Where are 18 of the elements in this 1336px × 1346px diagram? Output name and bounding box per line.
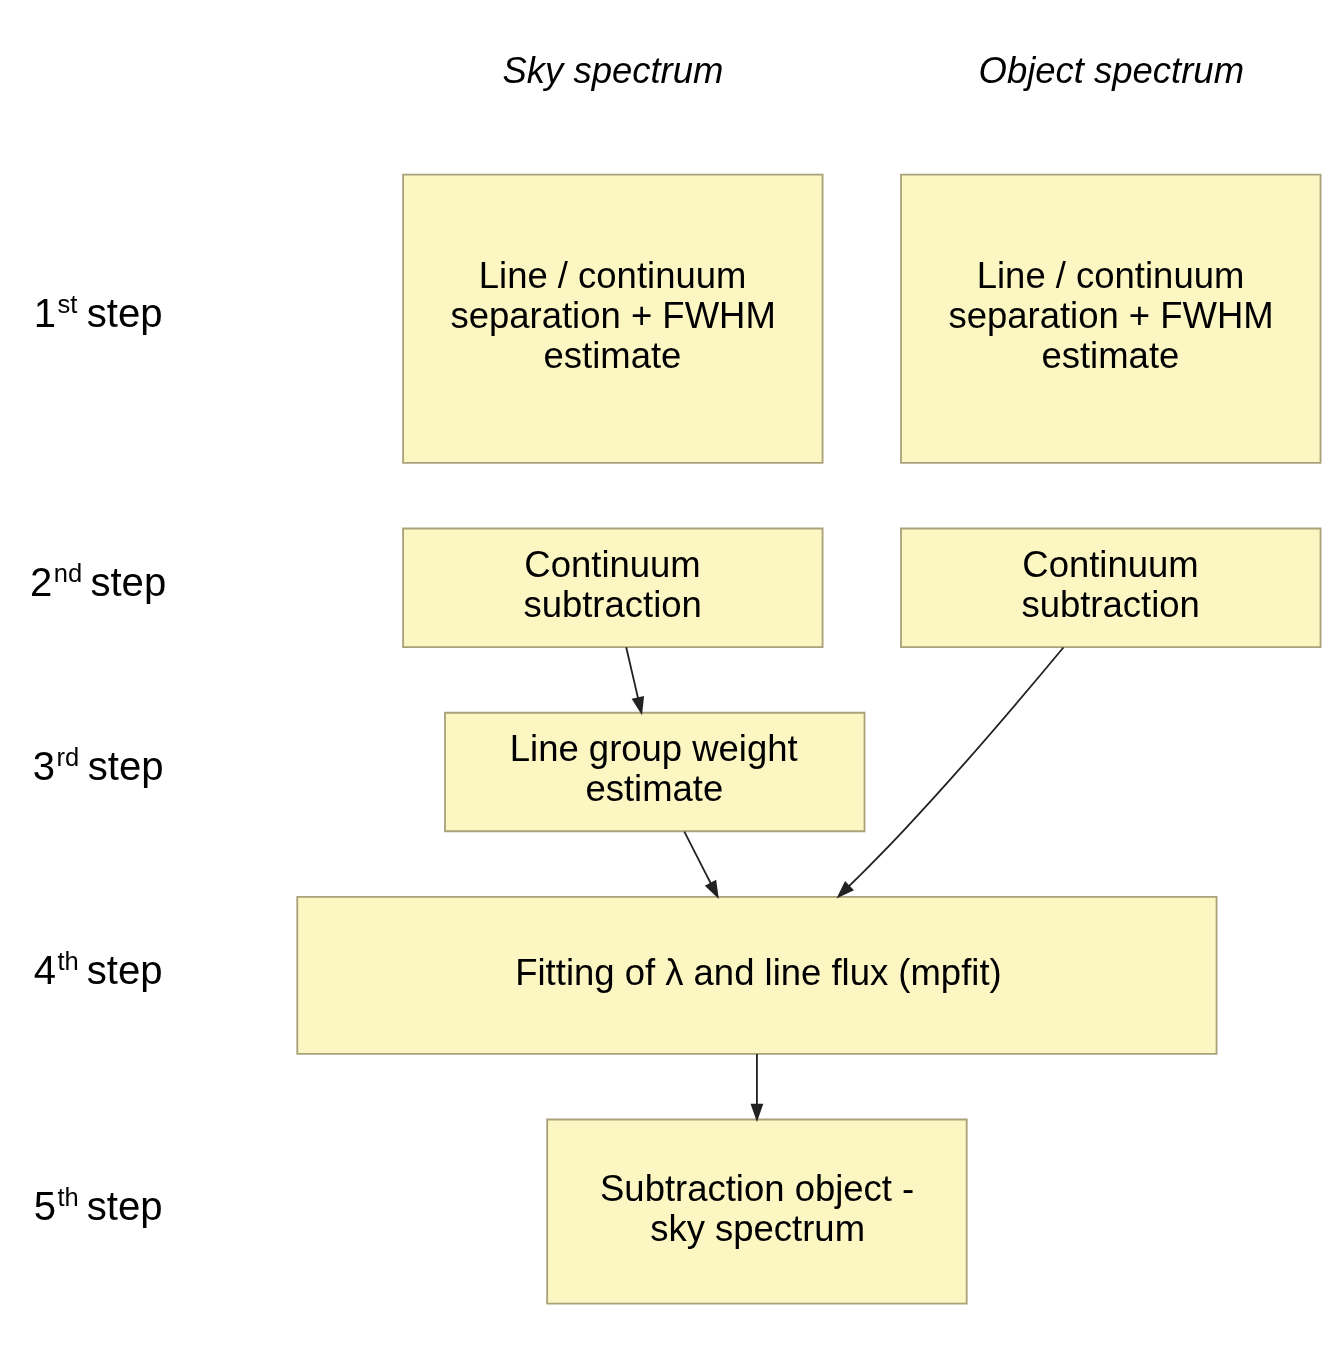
arrow: [836, 646, 1065, 898]
node-box: Fitting of λ and line flux (mpfit): [296, 895, 1218, 1055]
label: Object spectrum: [978, 49, 1245, 91]
node-box: Line / continuum separation + FWHM estimate: [900, 173, 1322, 464]
node-box: Line group weight estimate: [444, 711, 866, 832]
arrow: [683, 830, 719, 899]
node-box: Subtraction object - sky spectrum: [546, 1118, 968, 1305]
label: Sky spectrum: [502, 49, 724, 91]
label: 2$^{nd}$ step: [30, 558, 167, 605]
label: 5$^{th}$ step: [33, 1182, 163, 1229]
label: 4$^{th}$ step: [33, 946, 163, 993]
node-box: Continuum subtraction: [900, 527, 1322, 648]
arrow: [750, 1052, 764, 1122]
label: 1$^{st}$ step: [33, 289, 163, 336]
arrow: [625, 645, 645, 715]
label: 3$^{rd}$ step: [32, 742, 164, 789]
node-box: Line / continuum separation + FWHM estimate: [402, 173, 824, 464]
node-box: Continuum subtraction: [402, 527, 824, 648]
